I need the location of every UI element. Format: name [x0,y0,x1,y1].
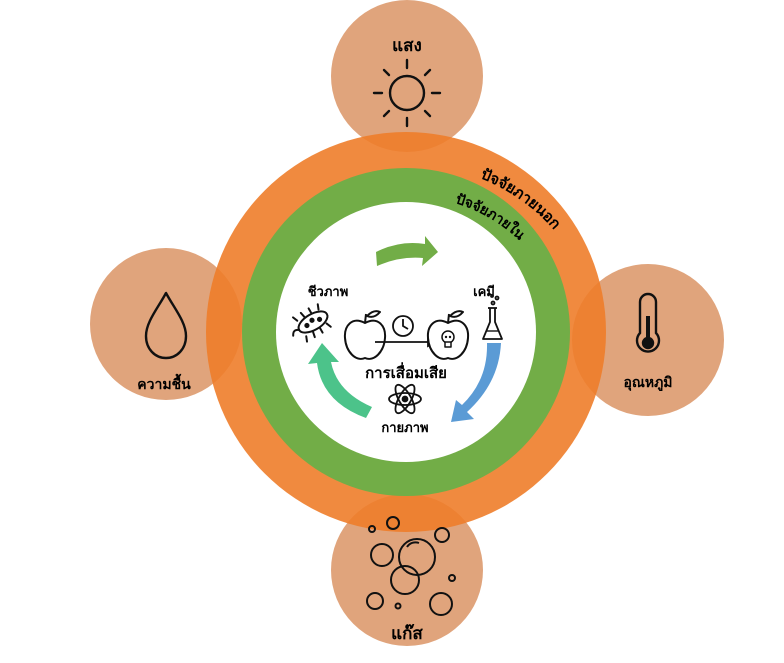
thermometer-icon [635,292,661,353]
biological-label: ชีวภาพ [308,284,349,300]
clock-icon [392,315,414,337]
sun-icon [372,58,442,128]
spoiled-apple-icon [426,310,470,360]
bubbles-icon [366,516,456,616]
center-title: การเสื่อมเสีย [365,362,447,382]
chemical-label: เคมี [473,284,495,300]
temperature-label: อุณหภูมิ [623,375,672,391]
bacterium-icon [292,303,332,343]
flask-icon [482,294,503,340]
fresh-apple-icon [343,310,387,360]
humidity-circle [90,248,242,400]
atom-icon [388,383,422,415]
water-drop-icon [144,291,188,360]
physical-label: กายภาพ [381,421,428,436]
green-arrow [376,236,438,266]
gas-label: แก๊ส [391,624,423,644]
blue-arrow [451,343,501,422]
gas-circle [331,494,483,646]
teal-arrow [308,343,372,418]
light-label: แสง [392,36,422,56]
humidity-label: ความชื้น [137,373,191,393]
